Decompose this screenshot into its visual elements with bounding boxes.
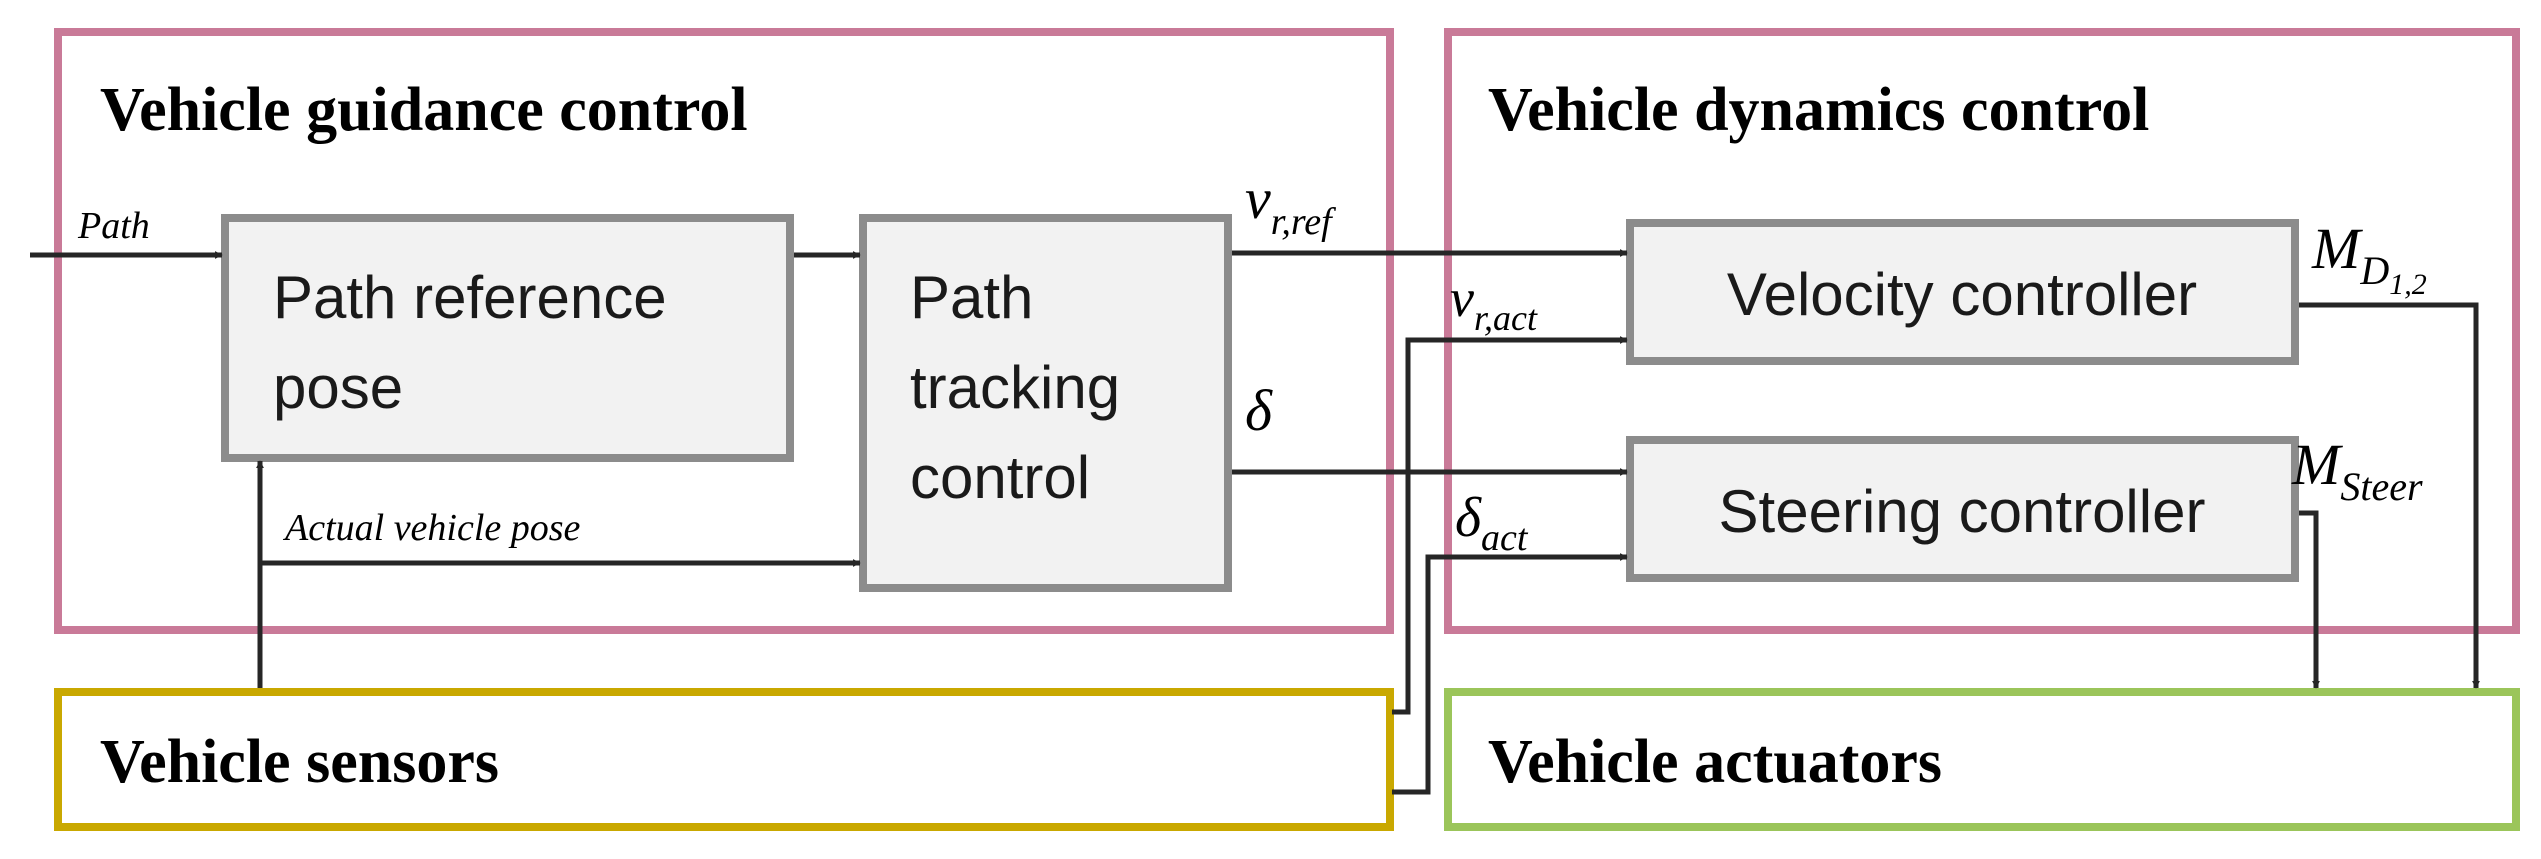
dynamics-control-title: Vehicle dynamics control [1488,76,2149,144]
sensors-frame [54,688,1394,831]
m-steer-signal-label: MSteer [2291,432,2423,509]
velocity-controller-block [1626,219,2299,365]
delta-signal-label: δ [1245,378,1273,443]
path-reference-label-line2: pose [273,354,403,421]
path-tracking-label-line3: control [910,444,1090,511]
velocity-controller-label: Velocity controller [1727,261,2197,328]
sensors-title: Vehicle sensors [100,728,499,796]
guidance-control-title: Vehicle guidance control [100,76,748,144]
actual-pose-signal-label: Actual vehicle pose [282,507,581,549]
dynamics-control-frame [1444,28,2520,634]
path-tracking-label-line1: Path [910,264,1033,331]
m-drive-to-actuators-arrow [2299,302,2480,689]
delta-act-feedback-arrow [1392,553,1628,795]
v-act-feedback-arrow [1392,336,1628,715]
path-reference-label-line1: Path reference [273,264,667,331]
actuators-frame [1444,688,2520,831]
actuators-title: Vehicle actuators [1488,728,1942,796]
delta-act-signal-label: δact [1455,487,1529,559]
path-reference-block [221,214,794,462]
guidance-control-frame [54,28,1394,634]
v-act-signal-label: vr,act [1450,268,1538,338]
path-tracking-label-line2: tracking [910,354,1120,421]
v-ref-signal-label: vr,ref [1245,166,1336,243]
path-tracking-block [859,214,1232,592]
steering-controller-block [1626,436,2299,582]
path-signal-label: Path [77,205,150,247]
m-steer-to-actuators-arrow [2299,510,2320,689]
m-drive-signal-label: MD1,2 [2311,216,2427,301]
steering-controller-label: Steering controller [1719,478,2206,545]
